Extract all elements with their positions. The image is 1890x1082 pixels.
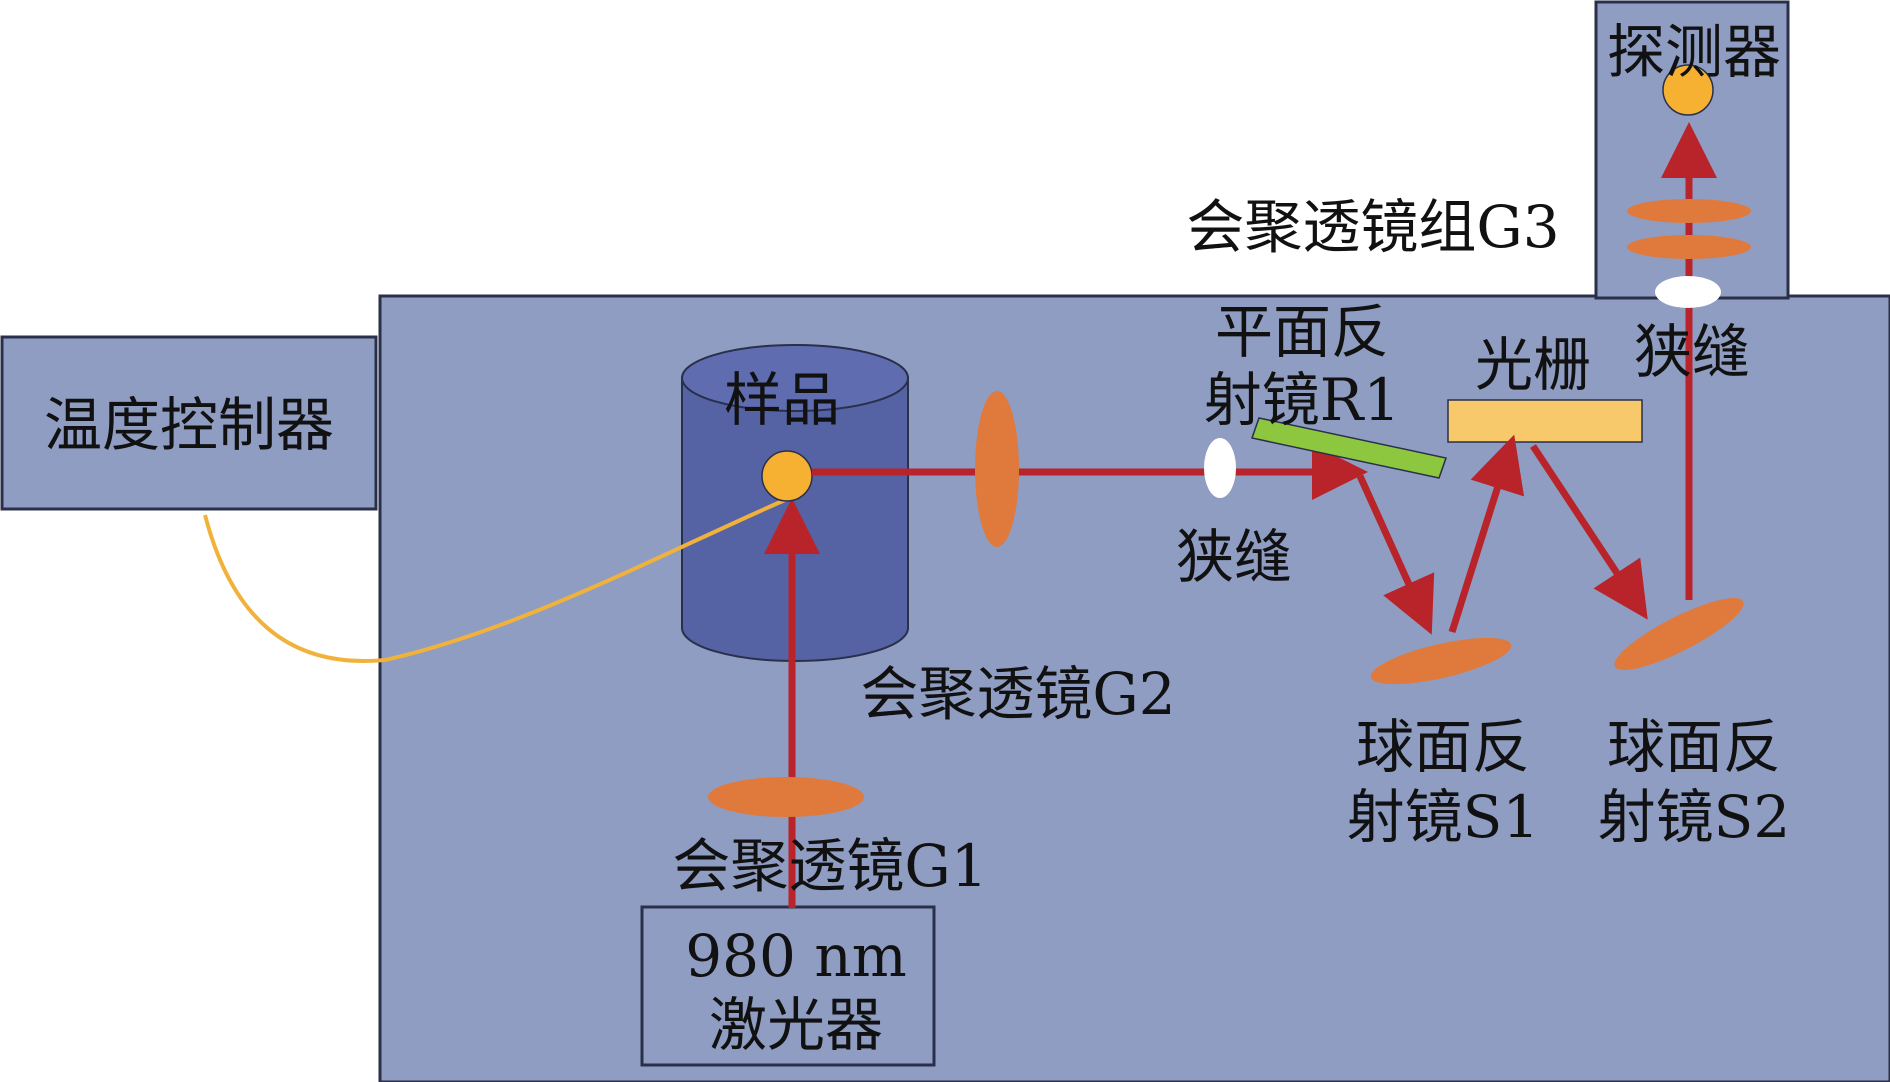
spherical-mirror-s2-label-1: 球面反 bbox=[1607, 713, 1781, 781]
plane-mirror-label-2: 射镜R1 bbox=[1204, 366, 1401, 434]
exit-slit-label: 狭缝 bbox=[1634, 318, 1750, 386]
exit-slit bbox=[1655, 276, 1721, 308]
lens-group-g3-label: 会聚透镜组G3 bbox=[1186, 193, 1559, 261]
entrance-slit-label: 狭缝 bbox=[1176, 523, 1292, 591]
grating bbox=[1447, 399, 1643, 443]
temperature-controller-label: 温度控制器 bbox=[44, 391, 334, 459]
lens-g1 bbox=[708, 777, 864, 817]
spherical-mirror-s1-label-1: 球面反 bbox=[1356, 713, 1530, 781]
sample-point bbox=[761, 450, 813, 502]
spherical-mirror-s2 bbox=[1614, 597, 1744, 671]
beam-s1-to-grating bbox=[1448, 434, 1525, 634]
spherical-mirror-s1 bbox=[1370, 637, 1512, 685]
detector-label: 探测器 bbox=[1607, 18, 1781, 86]
temperature-controller-box bbox=[0, 335, 378, 511]
beam-grating-to-s2 bbox=[1530, 444, 1648, 620]
laser-wavelength-label: 980 nm bbox=[685, 922, 907, 990]
laser-box bbox=[640, 905, 936, 1067]
grating-label: 光栅 bbox=[1475, 331, 1591, 399]
lens-g2-label: 会聚透镜G2 bbox=[860, 660, 1175, 728]
detector-point bbox=[1662, 64, 1714, 116]
plane-mirror-label-1: 平面反 bbox=[1215, 298, 1389, 366]
entrance-slit bbox=[1204, 438, 1236, 498]
plane-mirror-r1 bbox=[1251, 417, 1447, 479]
beam-r1-to-s1 bbox=[1356, 474, 1435, 635]
lens-g1-label: 会聚透镜G1 bbox=[672, 832, 987, 900]
lens-group-g3-lens-1 bbox=[1627, 199, 1751, 223]
spherical-mirror-s2-label-2: 射镜S2 bbox=[1598, 783, 1791, 851]
sample-label: 样品 bbox=[724, 366, 840, 434]
laser-label: 激光器 bbox=[709, 991, 883, 1059]
spherical-mirror-s1-label-2: 射镜S1 bbox=[1347, 783, 1540, 851]
lens-group-g3-lens-2 bbox=[1627, 235, 1751, 259]
lens-g2 bbox=[975, 391, 1019, 547]
temperature-cable bbox=[203, 498, 786, 663]
